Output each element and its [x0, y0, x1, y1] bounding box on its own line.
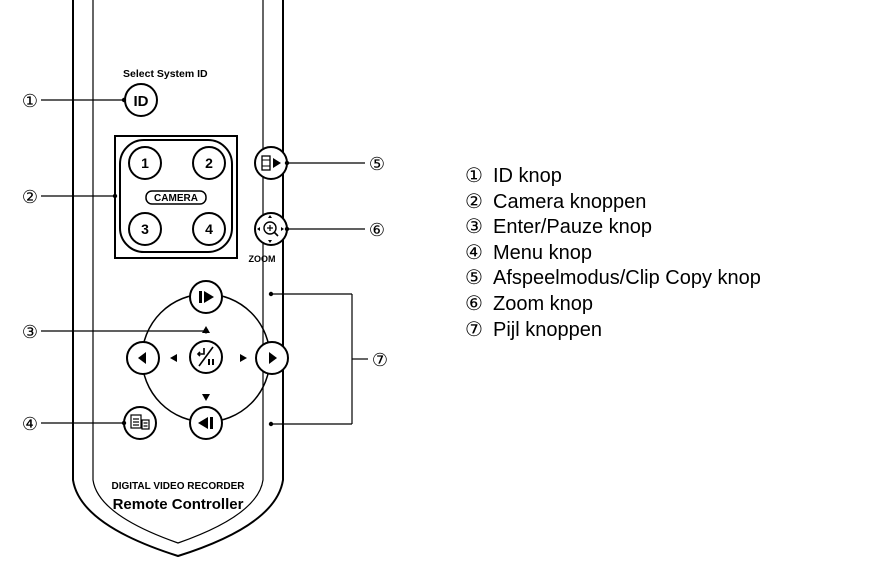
arrow-left-button[interactable] — [126, 341, 160, 375]
legend-number: ⑦ — [465, 318, 483, 341]
legend-item: ③ Enter/Pauze knop — [465, 215, 761, 241]
legend-number: ⑥ — [465, 292, 483, 315]
callout-lines — [41, 99, 368, 425]
step-forward-icon — [199, 291, 214, 303]
legend-item: ④ Menu knop — [465, 241, 761, 267]
legend-item: ⑥ Zoom knop — [465, 292, 761, 318]
menu-icon — [130, 414, 150, 430]
right-arrow-icon — [269, 352, 277, 364]
enter-pause-button[interactable] — [189, 340, 223, 374]
zoom-button[interactable] — [254, 212, 288, 246]
camera-button-3[interactable]: 3 — [128, 212, 162, 246]
id-button-label: ID — [134, 93, 149, 110]
film-play-icon — [261, 155, 281, 171]
magnifier-icon — [257, 215, 284, 243]
arrow-right-button[interactable] — [255, 341, 289, 375]
callout-7: ⑦ — [372, 350, 388, 370]
enter-pause-icon — [196, 346, 214, 367]
callout-5: ⑤ — [369, 154, 385, 174]
legend-number: ② — [465, 190, 483, 213]
legend-item: ⑤ Afspeelmodus/Clip Copy knop — [465, 266, 761, 292]
camera-button-4[interactable]: 4 — [192, 212, 226, 246]
callout-6: ⑥ — [369, 220, 385, 240]
legend-text: Camera knoppen — [493, 190, 647, 213]
brand-line-2: Remote Controller — [113, 496, 244, 513]
legend-number: ④ — [465, 241, 483, 264]
legend-item: ① ID knop — [465, 164, 761, 190]
callout-4: ④ — [22, 414, 38, 434]
legend-item: ② Camera knoppen — [465, 190, 761, 216]
select-system-id-label: Select System ID — [123, 68, 208, 80]
id-button[interactable]: ID — [124, 83, 158, 117]
callout-3: ③ — [22, 322, 38, 342]
camera-button-4-label: 4 — [205, 221, 213, 237]
legend-text: Pijl knoppen — [493, 318, 602, 341]
step-back-icon — [198, 417, 213, 429]
legend-text: Zoom knop — [493, 292, 594, 315]
remote-body — [72, 0, 284, 558]
camera-button-1[interactable]: 1 — [128, 146, 162, 180]
legend-text: Menu knop — [493, 241, 592, 264]
legend-item: ⑦ Pijl knoppen — [465, 318, 761, 344]
legend-number: ⑤ — [465, 267, 483, 290]
legend-number: ③ — [465, 216, 483, 239]
arrow-down-button[interactable] — [189, 406, 223, 440]
left-arrow-icon — [138, 352, 146, 364]
legend-text: Afspeelmodus/Clip Copy knop — [493, 267, 761, 290]
callout-1: ① — [22, 91, 38, 111]
arrow-up-button[interactable] — [189, 280, 223, 314]
callout-2: ② — [22, 187, 38, 207]
brand-line-1: DIGITAL VIDEO RECORDER — [112, 481, 246, 492]
legend: ① ID knop ② Camera knoppen ③ Enter/Pauze kn… — [465, 164, 761, 343]
zoom-label: ZOOM — [249, 254, 276, 264]
camera-label: CAMERA — [154, 193, 198, 204]
play-mode-button[interactable] — [254, 146, 288, 180]
camera-button-1-label: 1 — [141, 155, 149, 171]
menu-button[interactable] — [123, 406, 157, 440]
callout-dots — [112, 97, 290, 427]
legend-number: ① — [465, 165, 483, 187]
camera-button-2[interactable]: 2 — [192, 146, 226, 180]
callout-numbers: ① ② ③ ④ ⑤ ⑥ ⑦ — [22, 91, 388, 434]
legend-text: Enter/Pauze knop — [493, 216, 652, 239]
camera-button-2-label: 2 — [205, 155, 213, 171]
camera-button-3-label: 3 — [141, 221, 149, 237]
legend-text: ID knop — [493, 165, 562, 187]
